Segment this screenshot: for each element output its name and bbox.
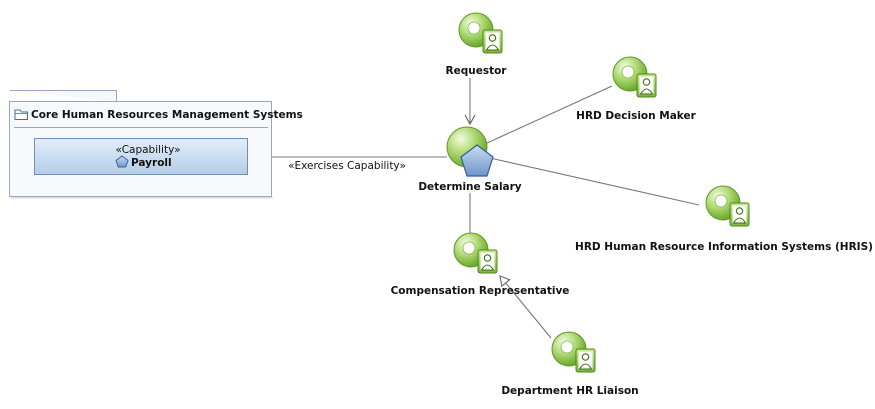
role-ball-highlight: [621, 65, 635, 79]
relationship-label: «Exercises Capability»: [288, 160, 406, 172]
role-ball-highlight: [560, 340, 574, 354]
person-head-icon: [581, 353, 590, 361]
actor-hris[interactable]: [705, 185, 750, 227]
connector-hris[interactable]: [489, 157, 700, 206]
connector-dept-liaison-generalization[interactable]: [499, 275, 552, 339]
capability-stereotype: «Capability»: [115, 144, 180, 156]
connector-hrd-decision-maker[interactable]: [486, 85, 613, 144]
person-head-icon: [483, 254, 492, 262]
person-head-icon: [735, 207, 744, 215]
package-title: Core Human Resources Management Systems: [31, 109, 303, 121]
hrd-decision-maker-label: HRD Decision Maker: [576, 110, 696, 122]
actor-hrd-decision-maker[interactable]: [612, 56, 657, 98]
package-body-shadow: [11, 197, 273, 199]
capability-pentagon-icon: [115, 155, 129, 168]
dept-hr-liaison-label: Department HR Liaison: [501, 385, 638, 397]
person-head-icon: [488, 34, 497, 42]
person-body-icon: [578, 363, 593, 370]
requestor-label: Requestor: [446, 65, 508, 77]
determine-salary-label: Determine Salary: [418, 181, 521, 193]
actor-compensation-representative[interactable]: [453, 232, 498, 274]
role-determine-salary[interactable]: Determine Salary: [418, 126, 522, 193]
actor-department-hr-liaison[interactable]: [551, 331, 596, 373]
person-head-icon: [642, 78, 651, 86]
person-body-icon: [480, 264, 495, 271]
role-ball-highlight: [462, 241, 476, 255]
capability-diamond-icon: [460, 144, 494, 177]
hris-label: HRD Human Resource Information Systems (…: [575, 241, 873, 253]
actor-requestor[interactable]: [458, 12, 503, 54]
compensation-rep-label: Compensation Representative: [391, 285, 570, 297]
capability-box: [34, 138, 248, 175]
person-body-icon: [732, 217, 747, 224]
capability-name: Payroll: [131, 157, 172, 169]
role-ball-highlight: [714, 194, 728, 208]
role-ball-highlight: [467, 21, 481, 35]
capability-payroll[interactable]: «Capability» Payroll: [34, 138, 248, 175]
package-tab: [10, 90, 117, 102]
person-body-icon: [485, 44, 500, 51]
connectors: [248, 78, 700, 339]
folder-icon: [14, 109, 28, 120]
person-body-icon: [639, 88, 654, 95]
